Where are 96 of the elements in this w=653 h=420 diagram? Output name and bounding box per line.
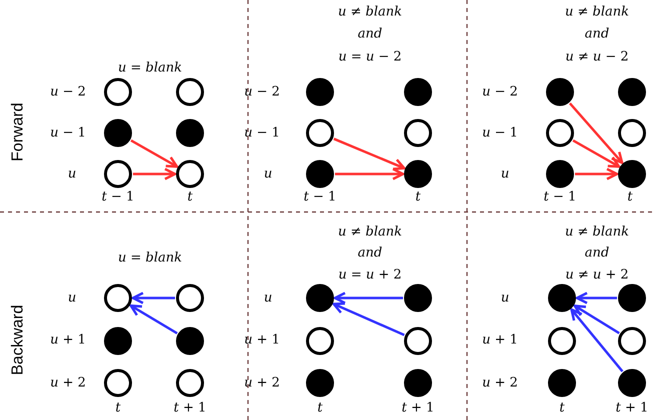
math-label: u + 1 [482, 332, 518, 348]
empty-circle [618, 327, 646, 355]
empty-circle [176, 284, 204, 312]
math-label: t + 1 [402, 400, 434, 416]
math-label: u − 1 [50, 126, 86, 140]
empty-circle [306, 119, 334, 147]
math-label: u + 2 [244, 376, 280, 390]
empty-circle [176, 78, 204, 106]
empty-circle [104, 369, 132, 397]
math-label: t − 1 [304, 190, 336, 204]
filled-circle [404, 284, 432, 312]
math-label: u = blank [118, 60, 182, 76]
math-label: u + 1 [50, 332, 86, 348]
filled-circle [546, 160, 574, 188]
filled-circle [306, 284, 334, 312]
arrow [574, 304, 620, 334]
arrow [568, 102, 624, 164]
filled-circle [104, 327, 132, 355]
filled-circle [618, 369, 646, 397]
filled-circle [104, 119, 132, 147]
math-label: u + 1 [244, 332, 280, 348]
math-label: t + 1 [616, 400, 648, 416]
section-title: Forward [10, 102, 26, 162]
math-label: t + 1 [174, 400, 206, 416]
arrow [130, 139, 178, 168]
empty-circle [548, 327, 576, 355]
math-label: t − 1 [544, 190, 576, 204]
math-label: u [68, 290, 76, 306]
math-label: u [264, 166, 272, 182]
filled-circle [306, 369, 334, 397]
arrow [572, 139, 620, 168]
math-label: and [358, 246, 382, 260]
filled-circle [548, 284, 576, 312]
filled-circle [306, 160, 334, 188]
filled-circle [548, 369, 576, 397]
section-title: Backward [10, 304, 26, 376]
math-label: u [500, 290, 510, 306]
math-label: u − 2 [50, 84, 86, 100]
math-label: u = blank [118, 250, 182, 266]
math-label: t [187, 190, 193, 204]
math-label: t [115, 400, 121, 416]
math-label: u ≠ blank [564, 4, 630, 20]
empty-circle [404, 327, 432, 355]
math-label: u ≠ blank [338, 224, 402, 240]
empty-circle [104, 78, 132, 106]
math-label: and [358, 26, 382, 42]
math-label: u ≠ blank [338, 4, 402, 20]
math-label: u − 2 [244, 84, 280, 100]
math-label: u ≠ u + 2 [565, 268, 629, 282]
math-label: u − 1 [482, 126, 518, 140]
math-label: u ≠ blank [564, 224, 630, 240]
empty-circle [306, 327, 334, 355]
math-label: t − 1 [102, 190, 134, 204]
filled-circle [618, 284, 646, 312]
math-label: u + 2 [50, 376, 86, 390]
math-label: u − 1 [244, 126, 280, 140]
arrow [130, 304, 178, 334]
arrow [132, 292, 175, 304]
arrow [335, 168, 404, 180]
filled-circle [404, 369, 432, 397]
math-label: t [627, 190, 633, 204]
math-label: u = u − 2 [338, 50, 402, 64]
arrow [570, 308, 624, 372]
empty-circle [176, 369, 204, 397]
filled-circle [546, 78, 574, 106]
math-label: and [584, 246, 610, 260]
arrow [133, 168, 176, 180]
filled-circle [176, 327, 204, 355]
empty-circle [104, 284, 132, 312]
empty-circle [618, 119, 646, 147]
filled-circle [176, 119, 204, 147]
filled-circle [618, 78, 646, 106]
empty-circle [546, 119, 574, 147]
math-label: u + 2 [482, 376, 518, 390]
math-label: t [415, 190, 421, 204]
math-label: t [559, 400, 565, 416]
math-label: u ≠ u − 2 [565, 50, 629, 64]
arrow [333, 138, 406, 170]
filled-circle [404, 78, 432, 106]
empty-circle [104, 160, 132, 188]
arrow [576, 292, 617, 304]
arrow [334, 292, 403, 304]
math-label: t [317, 400, 323, 416]
empty-circle [176, 160, 204, 188]
filled-circle [306, 78, 334, 106]
math-label: u [500, 166, 510, 182]
math-label: u [264, 290, 272, 306]
filled-circle [404, 160, 432, 188]
math-label: u [68, 166, 76, 182]
arrow [332, 302, 405, 336]
arrow [575, 168, 618, 180]
math-label: and [584, 26, 610, 42]
filled-circle [618, 160, 646, 188]
empty-circle [404, 119, 432, 147]
math-label: u − 2 [482, 84, 518, 100]
math-label: u = u + 2 [338, 268, 402, 282]
